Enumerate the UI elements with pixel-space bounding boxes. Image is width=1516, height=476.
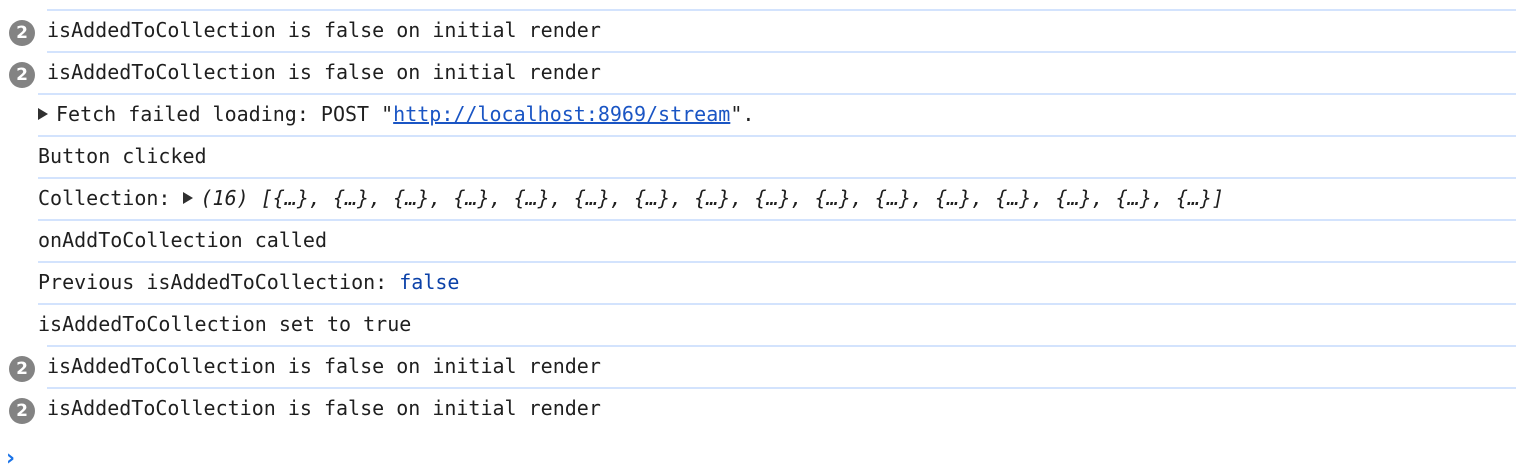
expand-triangle-icon[interactable]	[38, 107, 48, 120]
boolean-value: false	[399, 270, 460, 294]
console-message-collection[interactable]: Collection: (16) [{…}, {…}, {…}, {…}, {……	[38, 177, 1516, 219]
array-preview[interactable]: [{…}, {…}, {…}, {…}, {…}, {…}, {…}, {…},…	[260, 186, 1224, 210]
console-messages: 2 isAddedToCollection is false on initia…	[0, 9, 1516, 429]
fetch-prefix: Fetch failed loading: POST "	[56, 102, 394, 126]
console-message-repeated[interactable]: 2 isAddedToCollection is false on initia…	[9, 51, 1516, 93]
repeat-count-badge: 2	[9, 62, 35, 88]
message-text: onAddToCollection called	[38, 228, 327, 252]
message-text: isAddedToCollection is false on initial …	[47, 396, 601, 420]
console-message[interactable]: isAddedToCollection set to true	[38, 303, 1516, 345]
console-message-repeated[interactable]: 2 isAddedToCollection is false on initia…	[9, 345, 1516, 387]
message-text: Button clicked	[38, 144, 207, 168]
console-prompt-chevron-icon[interactable]: ›	[6, 446, 16, 471]
fetch-url-link[interactable]: http://localhost:8969/stream	[393, 102, 731, 126]
array-length[interactable]: (16)	[200, 186, 249, 210]
console-message[interactable]: Button clicked	[38, 135, 1516, 177]
console-message-boolean[interactable]: Previous isAddedToCollection: false	[38, 261, 1516, 303]
message-text: isAddedToCollection is false on initial …	[47, 60, 601, 84]
message-label: Previous isAddedToCollection:	[38, 270, 400, 294]
message-text: isAddedToCollection set to true	[38, 312, 412, 336]
collection-label: Collection:	[38, 186, 183, 210]
console-message-repeated[interactable]: 2 isAddedToCollection is false on initia…	[9, 387, 1516, 429]
console-message[interactable]: onAddToCollection called	[38, 219, 1516, 261]
repeat-count-badge: 2	[9, 356, 35, 382]
message-text: isAddedToCollection is false on initial …	[47, 18, 601, 42]
console-message-fetch[interactable]: Fetch failed loading: POST "http://local…	[38, 93, 1516, 135]
console-message-repeated[interactable]: 2 isAddedToCollection is false on initia…	[9, 9, 1516, 51]
fetch-suffix: ".	[730, 102, 755, 126]
repeat-count-badge: 2	[9, 20, 35, 46]
message-text: isAddedToCollection is false on initial …	[47, 354, 601, 378]
expand-triangle-icon[interactable]	[182, 191, 193, 204]
repeat-count-badge: 2	[9, 398, 35, 424]
